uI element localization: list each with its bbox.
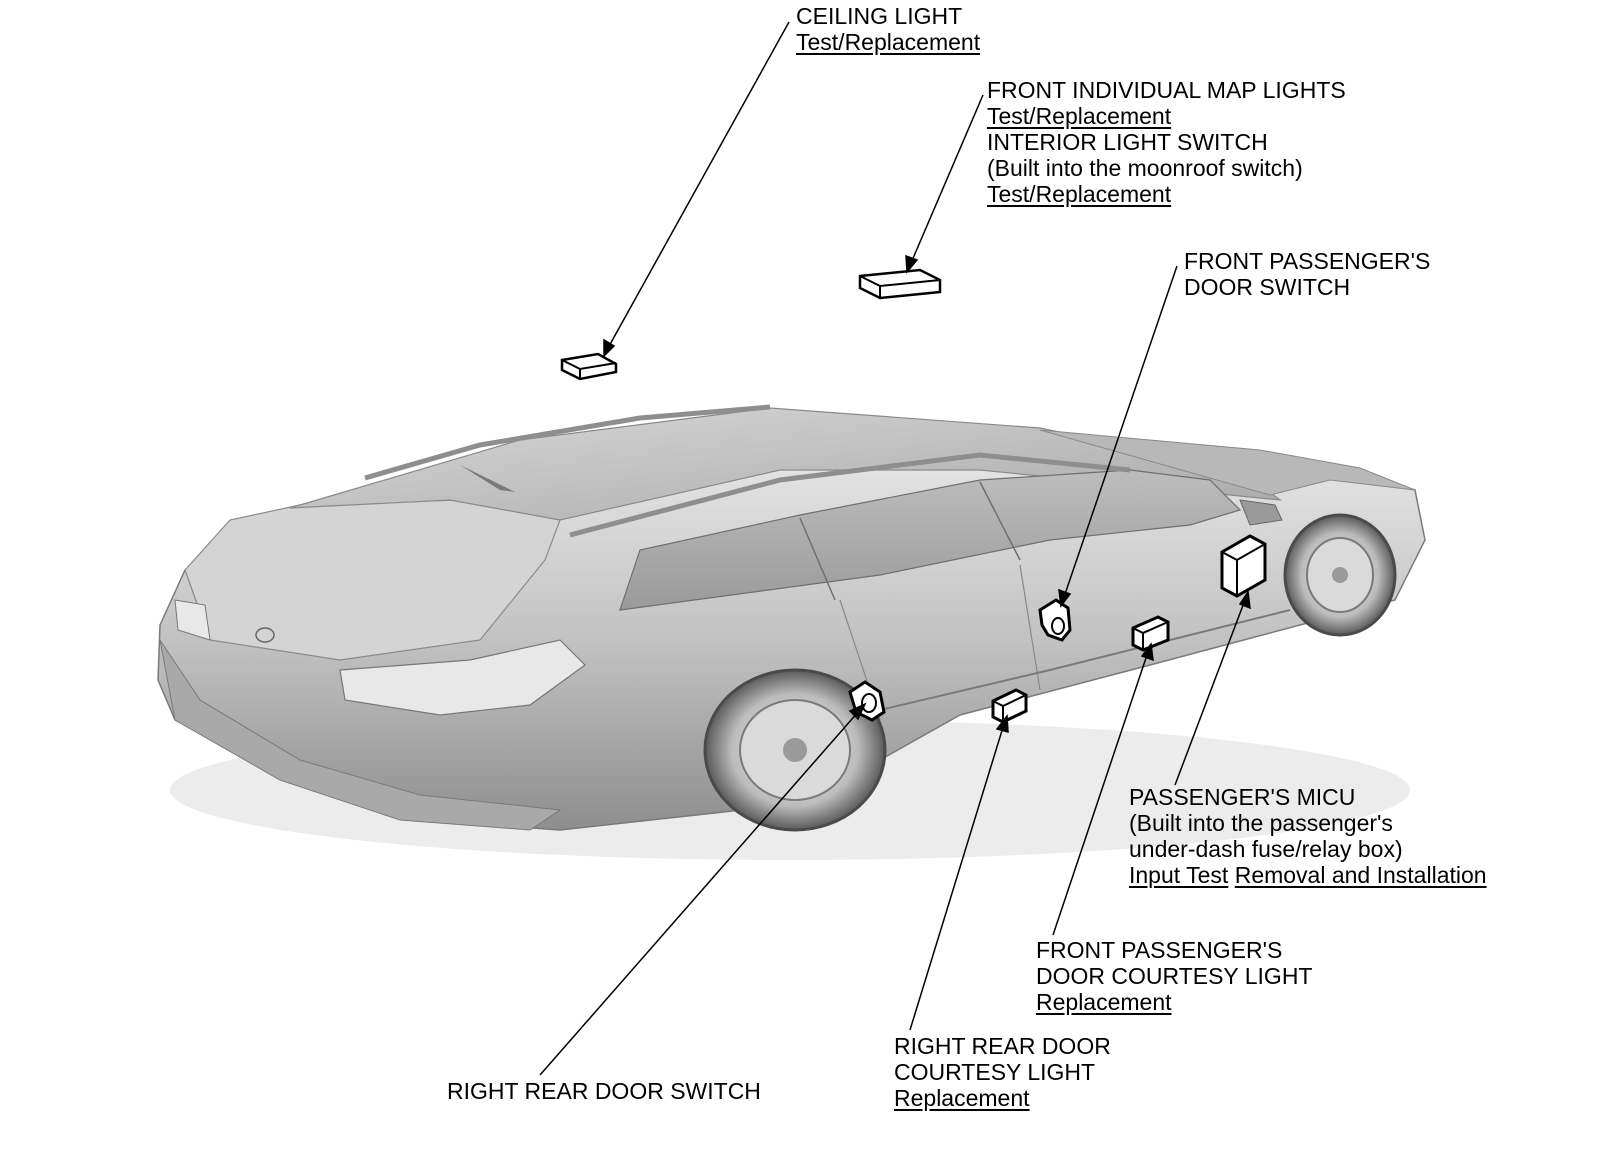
right-rear-courtesy-light-line2: COURTESY LIGHT — [894, 1059, 1096, 1085]
interior-light-switch-title: INTERIOR LIGHT SWITCH — [987, 129, 1268, 155]
right-rear-courtesy-light-callout: RIGHT REAR DOOR COURTESY LIGHT Replaceme… — [894, 1033, 1111, 1111]
front-passenger-courtesy-light-icon[interactable] — [1131, 615, 1170, 652]
interior-light-switch-test-link[interactable]: Test/Replacement — [987, 181, 1172, 207]
front-passenger-courtesy-light-line1: FRONT PASSENGER'S — [1036, 937, 1283, 963]
car-illustration — [157, 404, 1426, 860]
front-passenger-door-switch-line1: FRONT PASSENGER'S — [1184, 248, 1431, 274]
front-passenger-door-switch-line2: DOOR SWITCH — [1184, 274, 1351, 300]
passenger-micu-removal-link[interactable]: Removal and Installation — [1234, 862, 1487, 888]
ceiling-light-title: CEILING LIGHT — [796, 3, 963, 29]
passenger-micu-note1: (Built into the passenger's — [1129, 810, 1393, 836]
front-passenger-courtesy-light-line2: DOOR COURTESY LIGHT — [1036, 963, 1313, 989]
leader-lines — [539, 21, 1251, 1076]
ceiling-light-callout: CEILING LIGHT Test/Replacement — [796, 3, 980, 55]
passenger-micu-input-test-link[interactable]: Input Test — [1129, 862, 1229, 888]
passenger-micu-callout: PASSENGER'S MICU (Built into the passeng… — [1129, 784, 1487, 888]
front-passenger-courtesy-light-callout: FRONT PASSENGER'S DOOR COURTESY LIGHT Re… — [1036, 937, 1312, 1015]
ceiling-light-test-link[interactable]: Test/Replacement — [796, 29, 981, 55]
front-map-lights-test-link[interactable]: Test/Replacement — [987, 103, 1172, 129]
front-passenger-door-switch-callout: FRONT PASSENGER'S DOOR SWITCH — [1184, 248, 1430, 300]
passenger-micu-note2: under-dash fuse/relay box) — [1129, 836, 1403, 862]
right-rear-door-switch-callout: RIGHT REAR DOOR SWITCH — [447, 1078, 761, 1104]
passenger-micu-icon[interactable] — [1220, 534, 1267, 598]
front-map-lights-callout: FRONT INDIVIDUAL MAP LIGHTS Test/Replace… — [987, 77, 1346, 207]
interior-light-switch-note: (Built into the moonroof switch) — [987, 155, 1303, 181]
right-rear-courtesy-light-line1: RIGHT REAR DOOR — [894, 1033, 1111, 1059]
front-passenger-courtesy-light-replacement-link[interactable]: Replacement — [1036, 989, 1172, 1015]
map-light-switch-icon[interactable] — [858, 268, 942, 300]
ceiling-light-icon[interactable] — [560, 352, 618, 381]
passenger-micu-title: PASSENGER'S MICU — [1129, 784, 1356, 810]
right-rear-courtesy-light-replacement-link[interactable]: Replacement — [894, 1085, 1030, 1111]
front-map-lights-title: FRONT INDIVIDUAL MAP LIGHTS — [987, 77, 1346, 103]
right-rear-courtesy-light-icon[interactable] — [991, 688, 1028, 724]
front-passenger-door-switch-icon[interactable] — [1038, 598, 1072, 642]
right-rear-door-switch-title: RIGHT REAR DOOR SWITCH — [447, 1078, 761, 1104]
